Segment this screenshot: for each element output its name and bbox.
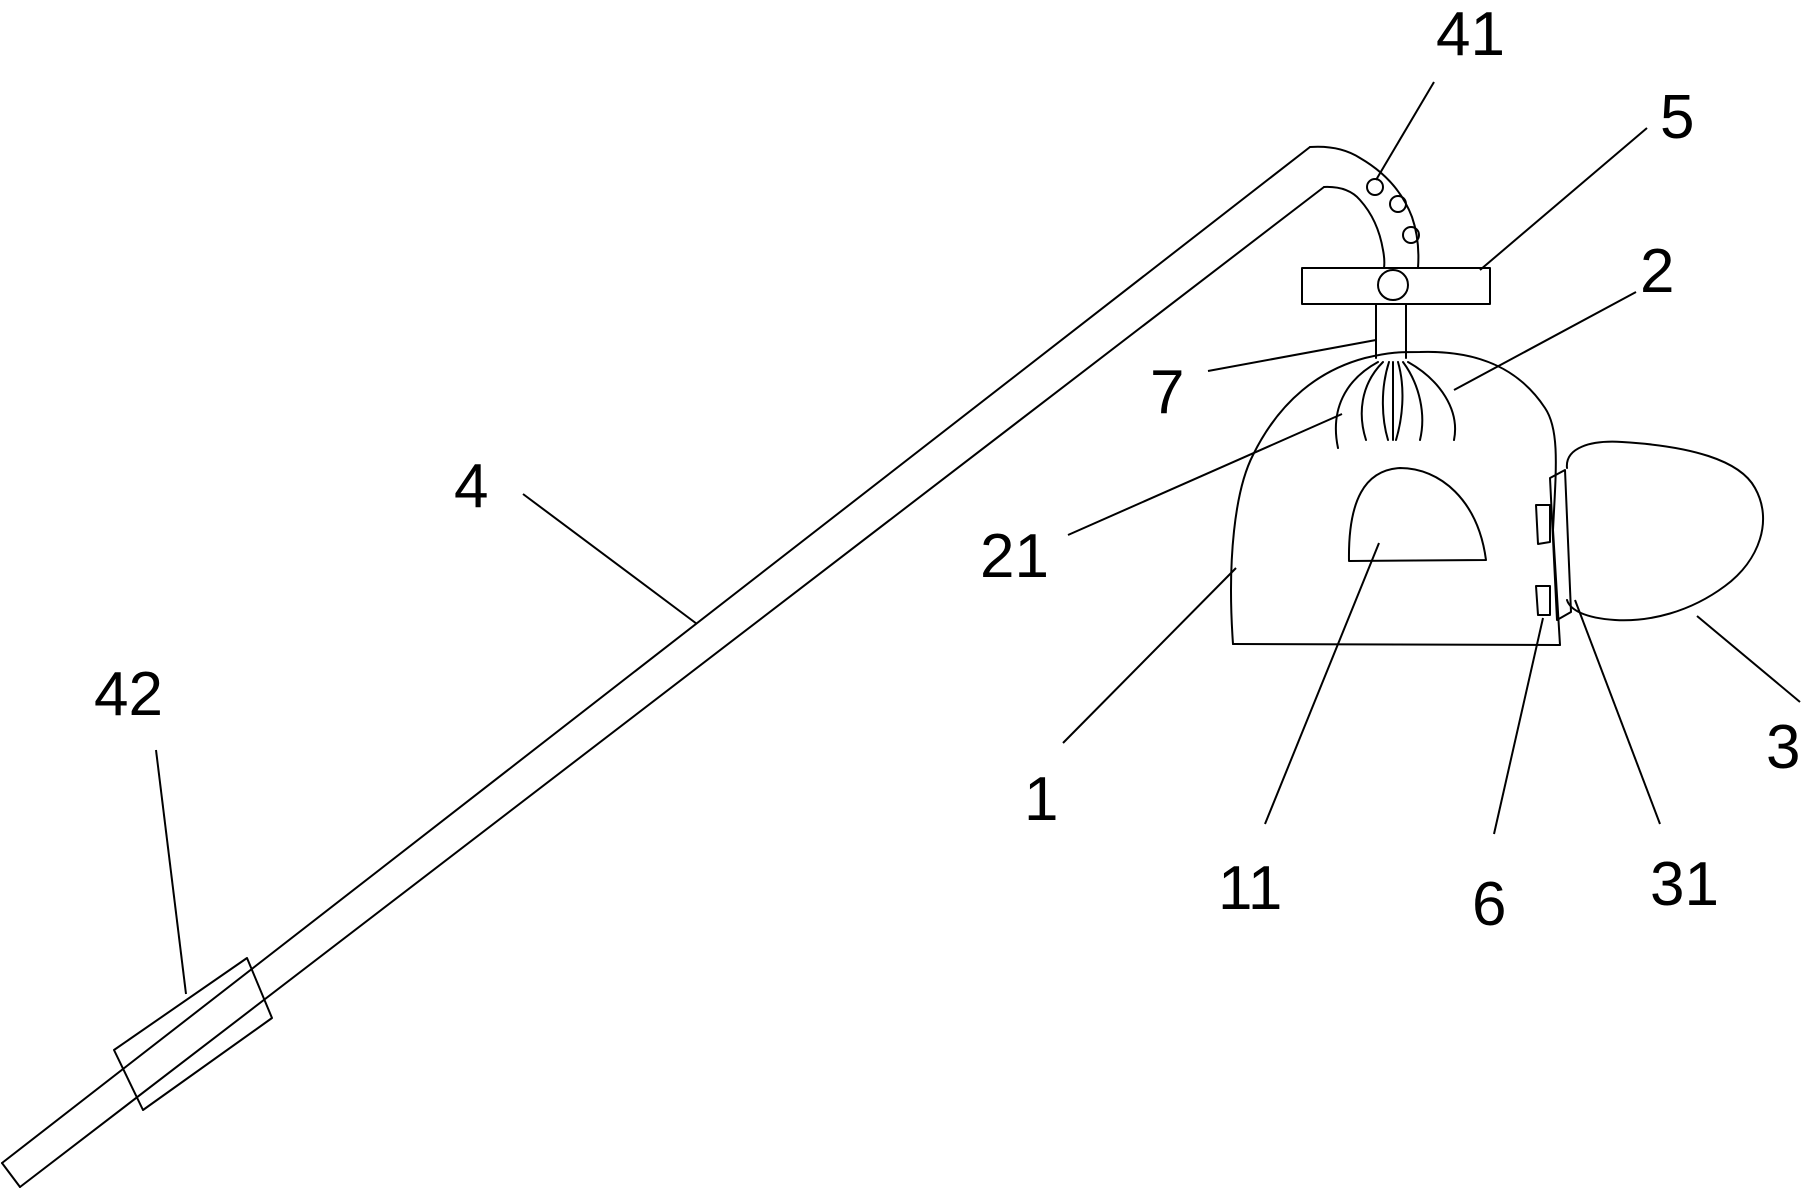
clamp-bar: [1301, 267, 1491, 305]
leader-3: [1696, 615, 1801, 703]
leader-21: [1067, 413, 1343, 536]
leader-41: [1375, 81, 1435, 181]
connectors: [1535, 504, 1551, 616]
connecting-stem: [1375, 303, 1407, 359]
leader-6: [1493, 617, 1544, 835]
plate: [1549, 469, 1572, 621]
label-5: 5: [1660, 83, 1694, 152]
label-41: 41: [1436, 0, 1505, 69]
main-body: [1230, 350, 1561, 646]
brush-fibers: [1334, 361, 1457, 449]
reference-numerals: 41 5 2 7 4 21 42 1 11 6 31 3: [94, 0, 1800, 939]
leader-7: [1207, 339, 1377, 372]
leader-11: [1264, 542, 1380, 825]
label-42: 42: [94, 660, 163, 729]
sleeve-grip: [113, 957, 273, 1111]
label-6: 6: [1472, 870, 1506, 939]
pad: [1565, 440, 1764, 622]
leader-lines: [155, 81, 1801, 995]
leader-5: [1479, 127, 1648, 271]
label-11: 11: [1218, 854, 1282, 923]
label-31: 31: [1650, 850, 1719, 919]
leader-4: [522, 493, 698, 625]
label-4: 4: [454, 452, 488, 521]
leader-42: [155, 749, 187, 995]
leader-2: [1453, 291, 1637, 391]
label-1: 1: [1024, 765, 1058, 834]
label-2: 2: [1640, 237, 1674, 306]
leader-1: [1062, 567, 1237, 744]
adjustment-holes: [1366, 178, 1420, 244]
label-3: 3: [1766, 713, 1800, 782]
label-7: 7: [1150, 358, 1184, 427]
leader-31: [1574, 599, 1661, 825]
label-21: 21: [980, 522, 1049, 591]
handle-rod: [1, 145, 1420, 1188]
arched-opening: [1347, 467, 1487, 562]
